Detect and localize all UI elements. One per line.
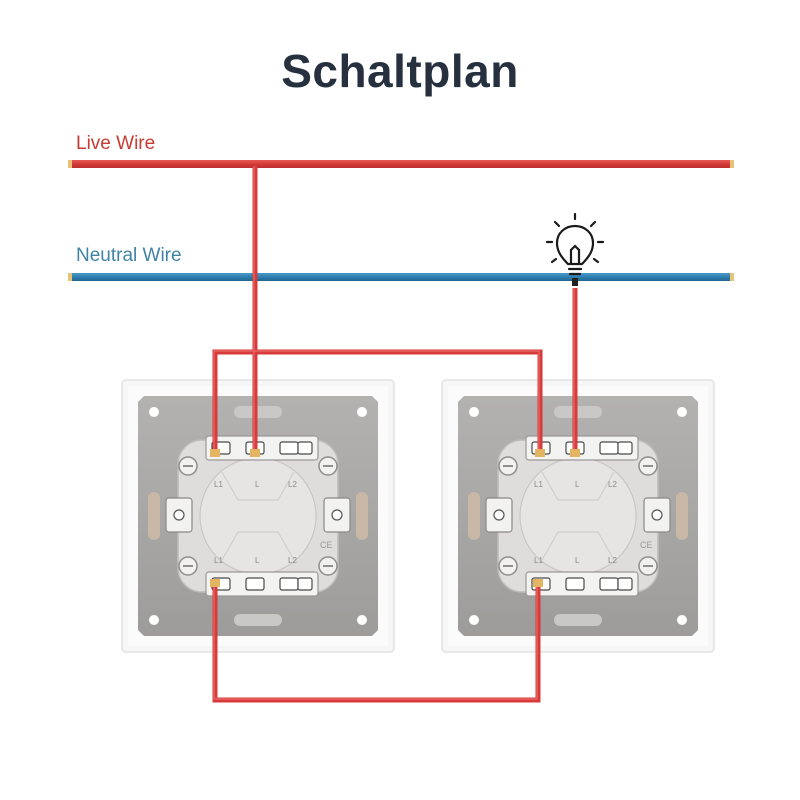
switch-right: L1 L L2 L1 L L2 [441,379,715,653]
switch-left-terminal-bottom-l2: L2 [288,556,297,565]
switch-right-terminal-top-l2: L2 [608,480,617,489]
live-wire [68,160,734,168]
switch-right-terminal-bottom-l: L [575,556,580,565]
switch-right-terminal-top-l: L [575,480,580,489]
switch-left-terminal-top-l: L [255,480,260,489]
neutral-wire [68,273,734,281]
wire-bottom-traveler [212,585,541,703]
switch-left: L1 L L2 L1 L L2 [121,379,395,653]
wire-top-traveler [212,349,543,452]
switch-right-terminal-bottom-l2: L2 [608,556,617,565]
switch-left-terminal-bottom-l: L [255,556,260,565]
neutral-wire-label: Neutral Wire [76,245,182,266]
switch-left-terminal-top-l1: L1 [214,480,223,489]
light-bulb-icon [545,212,605,276]
switch-left-terminal-bottom-l1: L1 [214,556,223,565]
live-wire-label: Live Wire [76,133,156,154]
page-title: Schaltplan [281,45,519,97]
connection-wires [212,166,578,703]
switch-left-terminal-top-l2: L2 [288,480,297,489]
switch-right-terminal-top-l1: L1 [534,480,543,489]
switch-right-terminal-bottom-l1: L1 [534,556,543,565]
